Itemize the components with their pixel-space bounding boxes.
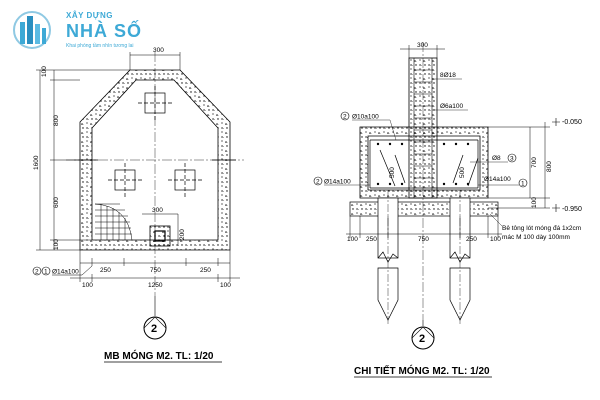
plan-title: MB MÓNG M2. TL: 1/20 xyxy=(104,349,214,362)
detail-dim-500a: 500 xyxy=(389,167,396,178)
detail-lean-concrete xyxy=(349,201,499,217)
detail-rebar-right-label: Ø14a100 xyxy=(484,176,511,183)
detail-title: CHI TIẾT MÓNG M2. TL: 1/20 xyxy=(354,364,490,377)
plan-dim-left-100-bot: 100 xyxy=(53,239,60,250)
detail-dim-100: 100 xyxy=(531,197,538,208)
plan-dim-inner-200: 200 xyxy=(179,229,186,240)
foundation-section-detail: 300 8Ø18 Ø6a100 800 700 100 500 500 -0.0… xyxy=(313,42,582,378)
foundation-plan-view: 300 100 800 1600 600 100 300 200 250 750… xyxy=(32,47,244,363)
plan-dim-row2-right: 100 xyxy=(220,282,231,289)
detail-footing xyxy=(359,126,489,199)
plan-rebar-mark-1: 1 xyxy=(44,269,48,276)
plan-dim-row2-total: 1250 xyxy=(148,282,163,289)
detail-lean-note-1: Bê tông lót móng đá 1x2cm xyxy=(502,225,581,232)
plan-dim-inner-300: 300 xyxy=(152,207,163,214)
logo-tagline: Khai phóng tầm nhìn tương lai xyxy=(66,43,134,49)
plan-dim-left-100-top: 100 xyxy=(41,66,48,77)
detail-rebar-left-label: Ø14a100 xyxy=(324,179,351,186)
plan-dim-left-800: 800 xyxy=(53,115,60,126)
plan-dim-row1-c: 250 xyxy=(200,267,211,274)
plan-dim-row2-left: 100 xyxy=(82,282,93,289)
detail-dim-bottom-4: 250 xyxy=(466,236,477,243)
detail-dim-bottom-2: 250 xyxy=(366,236,377,243)
plan-rebar-mesh xyxy=(94,203,133,241)
logo-brand-line1: XÂY DỰNG xyxy=(66,11,113,20)
detail-rebar-mid-label: Ø8 xyxy=(492,155,501,162)
plan-dim-left-600: 600 xyxy=(53,197,60,208)
detail-rebar-right-mark: 1 xyxy=(521,181,525,188)
detail-section-number: 2 xyxy=(419,333,425,345)
plan-rebar-mark-2: 2 xyxy=(35,269,39,276)
plan-dim-row1-a: 250 xyxy=(100,267,111,274)
plan-dim-row1-b: 750 xyxy=(150,267,161,274)
plan-dim-top: 300 xyxy=(153,47,164,54)
detail-dim-bottom-5: 100 xyxy=(490,236,501,243)
detail-dim-bottom-3: 750 xyxy=(418,236,429,243)
detail-stirrups: Ø6a100 xyxy=(440,103,464,110)
detail-lean-note-2: mác M 100 dày 100mm xyxy=(502,234,570,241)
detail-rebar-mid-mark: 3 xyxy=(510,156,514,163)
detail-rebar-top-label: Ø10a100 xyxy=(352,114,379,121)
detail-dim-700: 700 xyxy=(531,157,538,168)
detail-dim-top: 300 xyxy=(417,42,428,49)
detail-dim-500b: 500 xyxy=(459,167,466,178)
plan-column xyxy=(149,225,171,247)
detail-footing-rebar xyxy=(369,139,479,189)
detail-dim-800: 800 xyxy=(546,161,553,172)
detail-level-bottom: -0.950 xyxy=(562,206,582,213)
detail-level-top: -0.050 xyxy=(562,119,582,126)
plan-dim-left-1600: 1600 xyxy=(33,155,40,170)
detail-dim-bottom-1: 100 xyxy=(347,236,358,243)
plan-rebar-label: Ø14a100 xyxy=(52,269,79,276)
building-skyline-icon xyxy=(13,11,51,49)
detail-rebar-left-mark: 2 xyxy=(316,179,320,186)
logo-brand-line2: NHÀ SỐ xyxy=(66,21,143,41)
company-logo: XÂY DỰNG NHÀ SỐ Khai phóng tầm nhìn tươn… xyxy=(6,8,176,50)
detail-col-bars: 8Ø18 xyxy=(440,72,456,79)
detail-rebar-top-mark: 2 xyxy=(343,114,347,121)
plan-section-number: 2 xyxy=(151,323,157,335)
plan-dimension-lines xyxy=(36,52,240,282)
